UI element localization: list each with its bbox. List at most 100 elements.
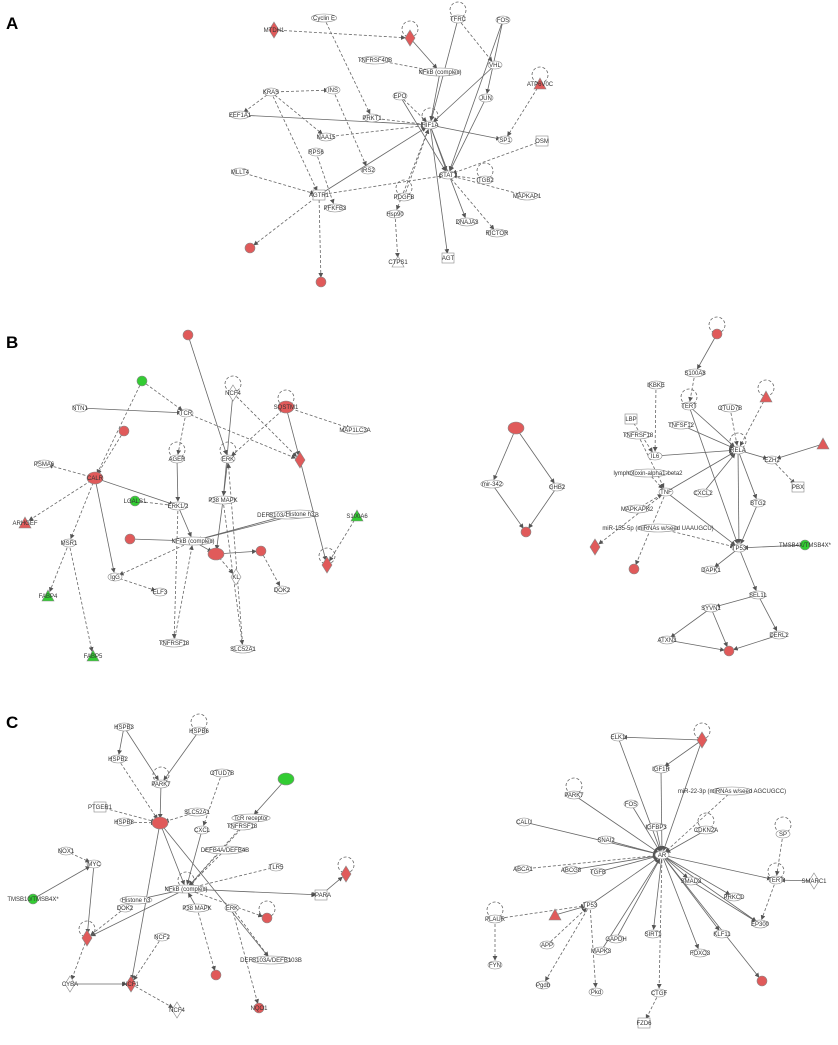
node-b-psm[interactable]: PSMA6 bbox=[34, 459, 55, 469]
node-c-nqo[interactable]: NQO1 bbox=[250, 1002, 268, 1014]
node-b-ntn[interactable]: NTN1 bbox=[72, 403, 88, 413]
node-b-sqstm[interactable]: SQSTM1 bbox=[274, 400, 299, 414]
node-c-tmsb[interactable]: TMSB10/TMSB4X* bbox=[7, 893, 59, 905]
node-cr-calu[interactable]: CALU bbox=[516, 817, 532, 827]
node-br-s100[interactable]: S100A8 bbox=[684, 368, 706, 378]
node-a-stat[interactable]: STAT1 bbox=[439, 170, 458, 180]
node-cr-klf[interactable]: KLF11 bbox=[713, 929, 731, 939]
node-a-atp[interactable]: ATP6V0C bbox=[527, 77, 554, 90]
node-c-cxcl[interactable]: CXCL bbox=[194, 825, 211, 835]
node-a-diam2[interactable] bbox=[404, 29, 416, 47]
node-c-defb103[interactable]: DEFB103A/DEFB103B bbox=[240, 955, 302, 965]
node-bm-top[interactable] bbox=[507, 421, 525, 435]
node-cr-fzd[interactable]: FZD6 bbox=[637, 1017, 653, 1029]
node-cr-tgfb[interactable]: TGFB bbox=[590, 867, 606, 877]
node-br-r4[interactable] bbox=[589, 538, 601, 556]
node-c-erk[interactable]: ERK bbox=[224, 903, 240, 913]
node-a-kras[interactable]: KRAS bbox=[263, 87, 279, 97]
node-b-igg[interactable]: IgG bbox=[107, 572, 123, 582]
node-cr-ctg[interactable]: CTGF bbox=[651, 988, 668, 998]
node-br-sel[interactable]: SEL1L bbox=[749, 590, 768, 600]
node-br-btg[interactable]: BTG2 bbox=[750, 498, 766, 508]
node-a-itgb[interactable]: ITGB2 bbox=[476, 175, 494, 185]
node-a-rps[interactable]: RPS6 bbox=[308, 147, 324, 157]
node-br-rela[interactable]: RELA bbox=[730, 445, 746, 455]
node-a-sp1[interactable]: SP1 bbox=[497, 135, 513, 145]
node-cr-tp53[interactable]: TP53 bbox=[582, 900, 598, 910]
node-a-mapk[interactable]: MAPKAP1 bbox=[513, 191, 542, 201]
node-a-red1[interactable] bbox=[244, 242, 256, 254]
node-c-ppara[interactable]: PPARA bbox=[311, 889, 331, 901]
node-br-tnfrsf[interactable]: TNFRSF18 bbox=[623, 430, 654, 440]
node-bm-ghb[interactable]: GHB2 bbox=[549, 482, 566, 492]
node-c-sam[interactable] bbox=[151, 816, 169, 830]
node-b-g1[interactable] bbox=[136, 375, 148, 387]
node-cr-snai[interactable]: SNAI2 bbox=[597, 835, 615, 845]
node-cr-mir22[interactable]: miR-22-3p (miRNAs w/seed AGCUGCC) bbox=[678, 786, 786, 796]
node-c-nox[interactable]: NOX1 bbox=[58, 846, 75, 856]
node-c-hspb8[interactable]: HSPB8 bbox=[114, 817, 134, 827]
node-cr-smad[interactable]: SMAD3 bbox=[681, 876, 702, 886]
node-cr-r2[interactable] bbox=[548, 908, 562, 921]
node-cr-foxo[interactable]: FOXO3 bbox=[690, 948, 711, 958]
node-cr-app[interactable]: APP bbox=[539, 940, 555, 950]
node-c-slc[interactable]: SLC52A1 bbox=[184, 807, 211, 817]
node-c-r4[interactable] bbox=[81, 929, 93, 947]
node-a-tnfrsf[interactable]: TNFRSF40B bbox=[358, 55, 392, 65]
node-cr-cdkn[interactable]: CDKN2A bbox=[694, 825, 718, 835]
node-br-r5[interactable] bbox=[628, 563, 640, 575]
node-c-g1[interactable] bbox=[277, 772, 295, 786]
node-c-nfkb[interactable]: NFkB (complex) bbox=[164, 884, 208, 894]
node-cr-elk[interactable]: ELK1 bbox=[611, 732, 626, 742]
node-b-arh[interactable]: ARHGEF bbox=[12, 516, 38, 529]
node-c-myc[interactable]: MYC bbox=[86, 859, 101, 869]
node-a-agt[interactable]: AGT bbox=[441, 252, 455, 264]
node-cr-fos[interactable]: FOS bbox=[623, 799, 639, 809]
node-c-ncf2[interactable]: NCF2 bbox=[154, 932, 170, 942]
node-a-agtr[interactable]: AGTR1 bbox=[309, 189, 330, 201]
node-a-eef[interactable]: EEF1A1 bbox=[229, 110, 252, 120]
node-b-s100[interactable]: S100A6 bbox=[346, 509, 368, 522]
node-a-ins[interactable]: INS bbox=[325, 85, 341, 95]
node-c-r2[interactable] bbox=[340, 865, 352, 883]
node-cr-gapdh[interactable]: GAPDH bbox=[605, 934, 627, 944]
node-br-tp53[interactable]: TP53 bbox=[731, 543, 747, 553]
node-a-epo[interactable]: EPO bbox=[392, 91, 408, 101]
node-br-ikbke[interactable]: IKBKE bbox=[647, 380, 665, 390]
node-cr-fyn[interactable]: FYN bbox=[487, 960, 503, 970]
node-cr-mapk[interactable]: MAPK3 bbox=[591, 946, 612, 956]
node-a-dnaj[interactable]: DNAJA3 bbox=[455, 217, 479, 227]
node-cr-abcg[interactable]: ABCG8 bbox=[561, 865, 582, 875]
node-b-erk12[interactable]: ERK1/2 bbox=[168, 501, 189, 511]
node-c-r5[interactable] bbox=[210, 969, 222, 981]
node-b-dok[interactable]: DOK2 bbox=[274, 585, 291, 595]
node-br-mapkap[interactable]: MAPKAPK2 bbox=[621, 504, 654, 514]
node-b-erk[interactable]: ERK bbox=[220, 454, 236, 464]
node-b-tnfrsf[interactable]: TNFRSF18 bbox=[159, 638, 190, 648]
node-br-r2[interactable] bbox=[759, 390, 773, 403]
node-c-ncf1[interactable]: NCF1 bbox=[123, 975, 139, 993]
node-cr-ep300[interactable]: EP300 bbox=[751, 919, 770, 929]
node-br-lymph[interactable]: lymphotoxin-alpha1-beta2 bbox=[613, 468, 683, 478]
node-a-fos[interactable]: FOS bbox=[495, 15, 511, 25]
node-a-pdgf[interactable]: PDGFB bbox=[394, 192, 415, 202]
node-a-naa[interactable]: NAA15 bbox=[316, 132, 336, 142]
node-cr-pkd[interactable]: Pkd bbox=[588, 987, 604, 997]
node-br-dapk[interactable]: DAPK1 bbox=[701, 565, 721, 575]
node-cr-r3[interactable] bbox=[756, 975, 768, 987]
node-cr-abca[interactable]: ABCA1 bbox=[513, 864, 533, 874]
node-br-pbx[interactable]: PBX bbox=[791, 481, 805, 493]
node-c-ptger[interactable]: PTGER1 bbox=[88, 801, 113, 813]
node-br-ezh[interactable]: EZH2 bbox=[764, 455, 780, 465]
node-br-derl[interactable]: DERL2 bbox=[769, 630, 789, 640]
node-a-mllt[interactable]: MLLT4 bbox=[231, 167, 250, 177]
node-c-otud[interactable]: OTUD7B bbox=[210, 768, 234, 778]
node-a-nfkb[interactable]: NFkB (complex) bbox=[418, 67, 462, 77]
node-bm-mir[interactable]: mir-342 bbox=[480, 479, 504, 489]
node-br-tnf[interactable]: TNF bbox=[658, 487, 674, 497]
node-br-top[interactable] bbox=[711, 328, 723, 340]
node-b-fabp4[interactable]: FABP4 bbox=[39, 589, 58, 602]
node-b-map1[interactable]: MAP1LC3A bbox=[339, 425, 371, 435]
node-cr-park7[interactable]: PARK7 bbox=[564, 790, 584, 800]
node-a-cycline[interactable]: Cyclin E bbox=[310, 13, 338, 23]
